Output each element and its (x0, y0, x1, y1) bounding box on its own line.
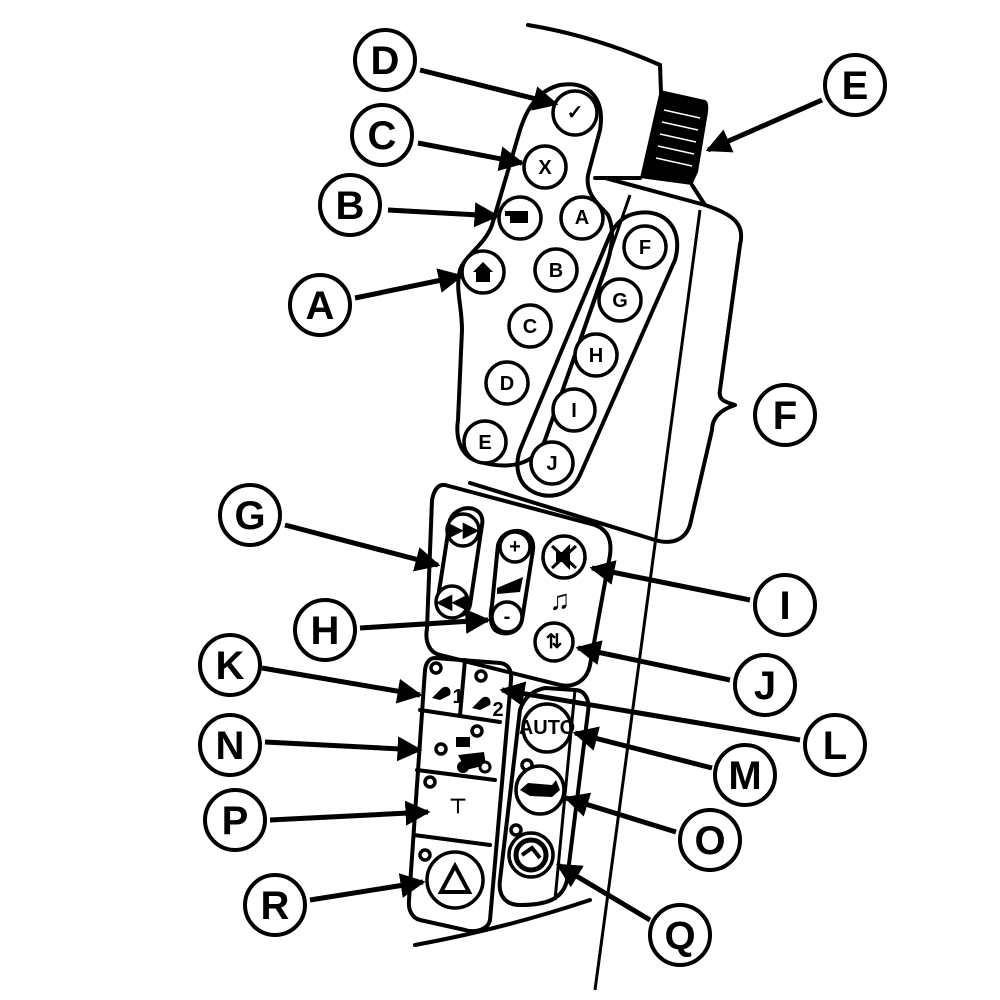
confirm-check-button[interactable]: ✓ (551, 89, 599, 137)
steering-icon (520, 845, 542, 860)
work-light-2-button[interactable]: 2 (472, 669, 504, 721)
callout-a: A (288, 273, 352, 337)
callout-e: E (823, 53, 887, 117)
svg-text:+: + (509, 536, 521, 558)
callout-b: B (318, 173, 382, 237)
svg-text:H: H (589, 345, 603, 367)
svg-text:B: B (549, 260, 563, 282)
key-e[interactable]: E (462, 419, 508, 465)
pto-icon: ⊤ (449, 796, 466, 818)
svg-text:G: G (234, 494, 265, 538)
svg-text:I: I (779, 584, 790, 628)
callout-i: I (753, 573, 817, 637)
reverse-tractor-button[interactable] (514, 758, 566, 816)
hazard-triangle-icon (437, 861, 473, 894)
svg-text:▶▶: ▶▶ (447, 519, 480, 541)
callout-p: P (203, 788, 267, 852)
callout-q: Q (648, 903, 712, 967)
svg-text:F: F (773, 394, 797, 438)
mute-button[interactable] (541, 534, 587, 580)
svg-text:AUTO: AUTO (519, 717, 575, 739)
svg-text:C: C (523, 316, 537, 338)
svg-text:1: 1 (452, 686, 463, 708)
svg-text:B: B (336, 184, 365, 228)
shortcut-icon (510, 211, 528, 223)
svg-text:O: O (694, 819, 725, 863)
svg-text:R: R (261, 884, 290, 928)
callout-k: K (198, 633, 262, 697)
svg-text:K: K (216, 644, 245, 688)
svg-text:A: A (306, 284, 335, 328)
callout-o: O (678, 808, 742, 872)
key-a[interactable]: A (559, 195, 605, 241)
callout-d: D (353, 28, 417, 92)
rotary-dial[interactable] (593, 90, 709, 207)
svg-text:E: E (478, 432, 491, 454)
key-j[interactable]: J (529, 440, 575, 486)
svg-text:C: C (368, 114, 397, 158)
callout-arrows (261, 67, 824, 923)
key-i[interactable]: I (551, 387, 597, 433)
callout-m: M (713, 743, 777, 807)
reverse-tractor-icon (520, 780, 560, 797)
left-key-column: ✓ X A B C D (460, 89, 605, 465)
svg-text:F: F (639, 237, 651, 259)
svg-text:L: L (823, 724, 847, 768)
svg-text:D: D (371, 39, 400, 83)
hazard-button[interactable] (418, 848, 485, 910)
svg-text:Q: Q (664, 914, 695, 958)
svg-text:N: N (216, 724, 245, 768)
cancel-x-button[interactable]: X (522, 144, 568, 190)
svg-text:M: M (728, 754, 761, 798)
lower-control-panel: 1 2 AUTO ⊤ (406, 656, 591, 934)
svg-text:A: A (575, 207, 589, 229)
implement-tractor-button[interactable] (434, 724, 492, 774)
callout-j: J (733, 653, 797, 717)
callout-r: R (243, 873, 307, 937)
svg-text:D: D (500, 373, 514, 395)
svg-text:E: E (842, 64, 869, 108)
svg-text:I: I (571, 400, 577, 422)
svg-text:X: X (538, 157, 552, 179)
svg-text:2: 2 (492, 699, 503, 721)
svg-text:G: G (612, 290, 628, 312)
track-seek-buttons[interactable]: ▶▶ ◀◀ (434, 506, 485, 620)
svg-text:H: H (311, 609, 340, 653)
svg-text:✓: ✓ (567, 102, 584, 124)
steering-button[interactable] (507, 823, 555, 879)
key-h[interactable]: H (573, 332, 619, 378)
svg-text:J: J (546, 453, 557, 475)
callout-n: N (198, 713, 262, 777)
pto-button[interactable]: ⊤ (423, 775, 467, 818)
key-d[interactable]: D (484, 360, 530, 406)
source-button[interactable]: ⇅ (533, 621, 575, 663)
volume-rocker[interactable]: + - (488, 529, 536, 636)
svg-text:-: - (504, 606, 511, 628)
callout-l: L (803, 713, 867, 777)
svg-text:J: J (754, 664, 776, 708)
work-light-1-button[interactable]: 1 (429, 661, 464, 708)
music-note-icon: ♫ (550, 585, 571, 616)
key-g[interactable]: G (597, 277, 643, 323)
svg-text:◀◀: ◀◀ (436, 591, 468, 613)
home-icon (473, 262, 493, 282)
armrest-housing (413, 23, 702, 991)
source-cycle-icon: ⇅ (546, 631, 563, 653)
callout-g: G (218, 483, 282, 547)
right-key-column: F G H I J (529, 224, 668, 486)
key-b[interactable]: B (533, 247, 579, 293)
auto-button[interactable]: AUTO (519, 702, 575, 754)
callout-c: C (350, 103, 414, 167)
light-icon (432, 686, 451, 700)
svg-text:P: P (222, 799, 249, 843)
home-button[interactable] (460, 249, 506, 295)
radio-panel: ▶▶ ◀◀ + - ♫ ⇅ (424, 482, 613, 688)
key-c[interactable]: C (507, 303, 553, 349)
key-f[interactable]: F (622, 224, 668, 270)
callout-f: F (753, 383, 817, 447)
volume-ramp-icon (497, 577, 523, 594)
shortcut-button[interactable] (497, 195, 543, 241)
callout-h: H (293, 598, 357, 662)
light-icon (472, 696, 491, 710)
